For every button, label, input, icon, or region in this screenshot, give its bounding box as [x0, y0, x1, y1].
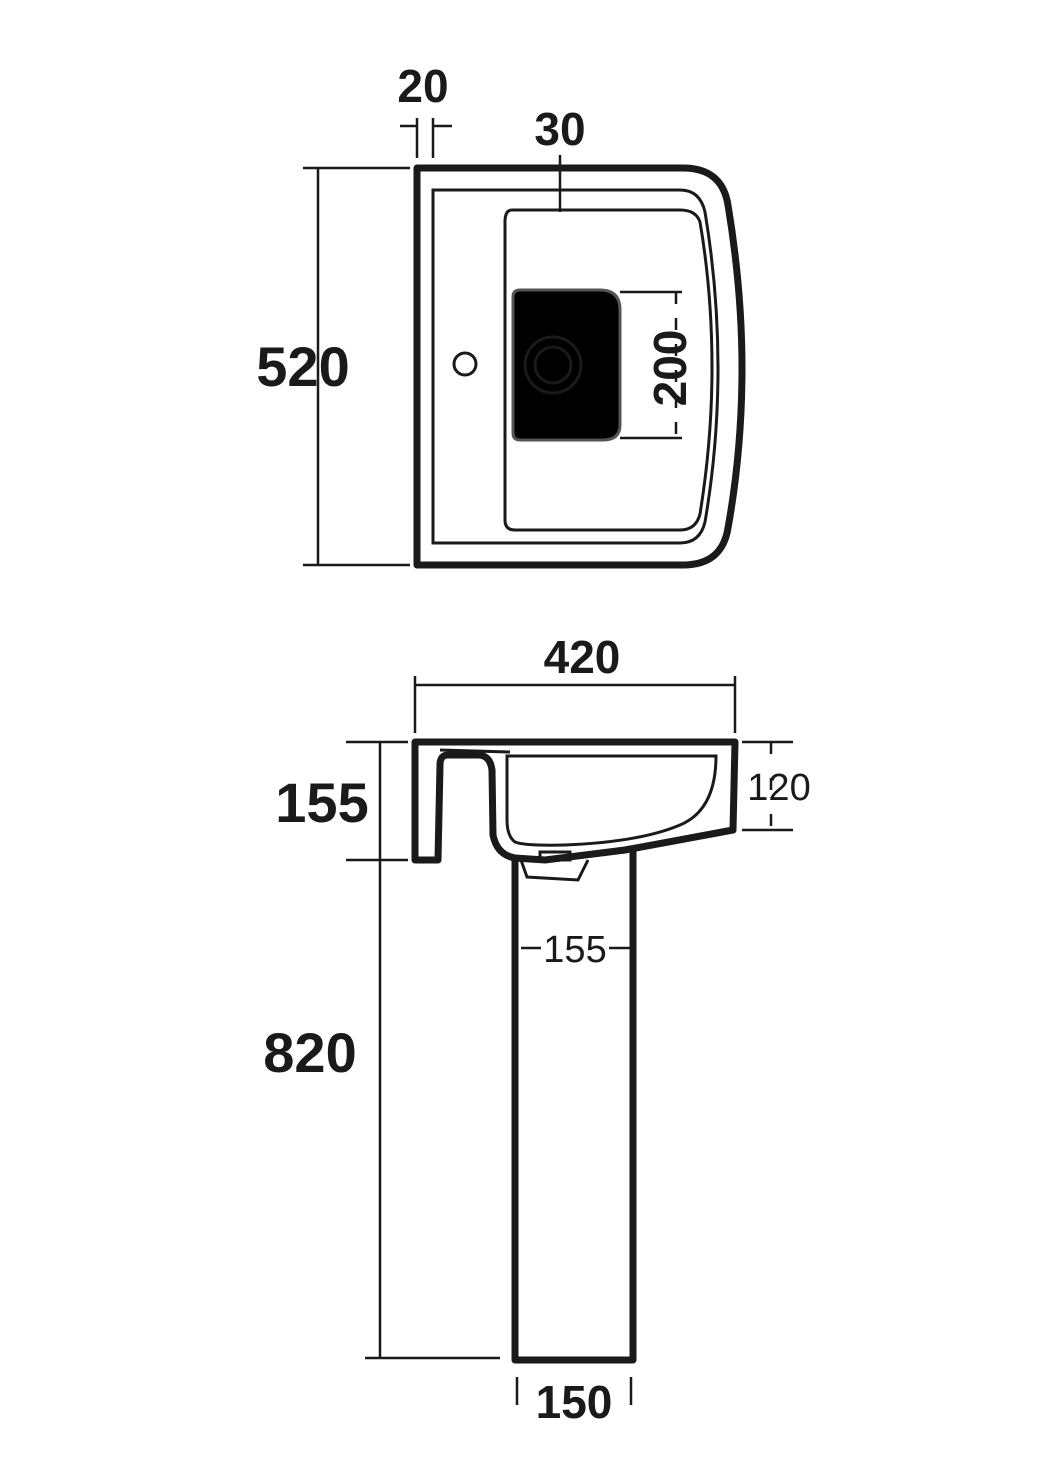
dim-basin-height: 155 — [275, 771, 368, 834]
basin-outline-top — [413, 164, 746, 569]
dim-overflow-width: 20 — [397, 60, 448, 112]
tap-hole — [452, 351, 478, 377]
basin-bowl-top — [503, 208, 714, 532]
dim-bowl-depth: 120 — [747, 767, 810, 809]
drain-outer — [523, 335, 583, 395]
top-view: 20 30 520 200 — [256, 60, 746, 569]
overflow-line — [439, 748, 511, 754]
pedestal — [511, 846, 637, 1364]
basin-rim-top — [431, 188, 720, 545]
dim-basin-width: 420 — [544, 631, 621, 683]
dim-bowl-length: 200 — [644, 330, 696, 407]
dim-deck-depth: 30 — [534, 103, 585, 155]
dim-pedestal-base-width: 150 — [536, 1376, 613, 1428]
dim-pedestal-width: 155 — [543, 929, 606, 971]
pedestal-recess — [519, 859, 590, 882]
drain-inner — [533, 345, 573, 385]
basin-bowl-side — [505, 754, 718, 847]
side-view: 420 155 120 155 820 150 — [263, 631, 810, 1428]
dim-basin-length: 520 — [256, 335, 349, 398]
basin-outline-side — [411, 738, 739, 864]
dim-pedestal-height: 820 — [263, 1021, 356, 1084]
drain-recess — [511, 288, 622, 442]
